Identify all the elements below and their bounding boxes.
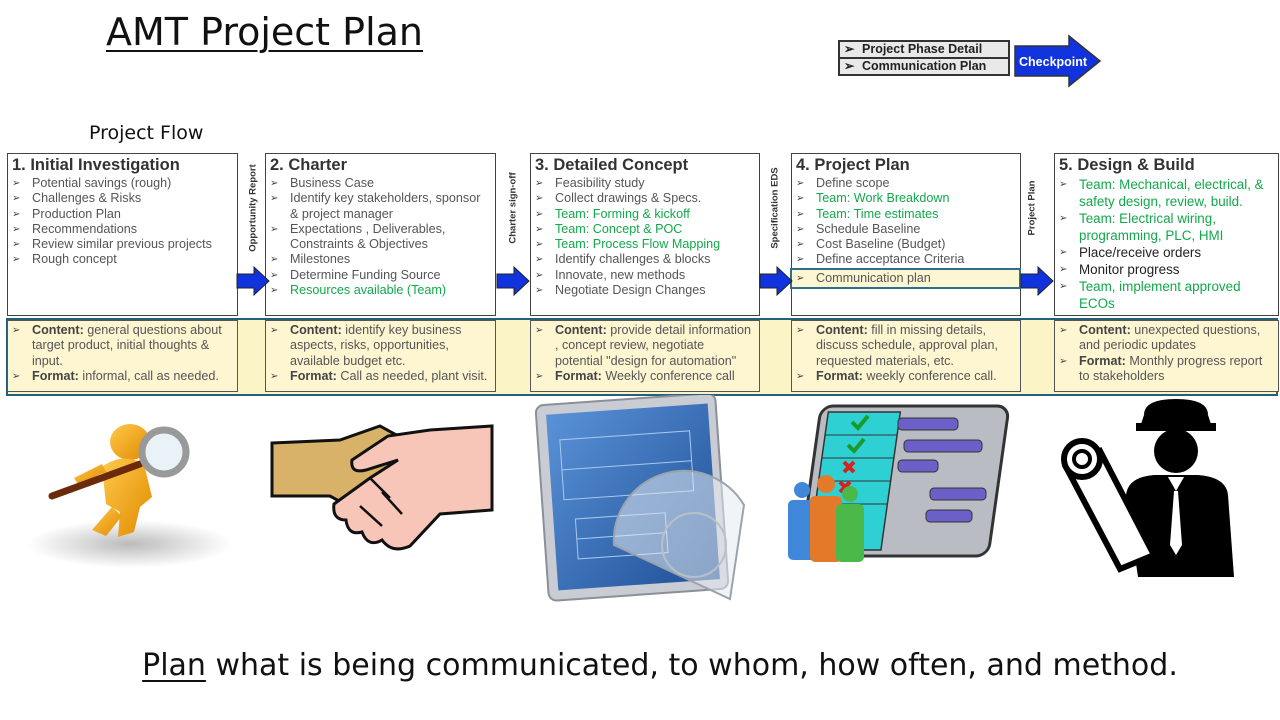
list-item: Team: Forming & kickoff [535, 207, 755, 223]
phase-title: 3. Detailed Concept [535, 156, 689, 174]
engineer-with-blueprint-icon [1061, 399, 1234, 577]
format-line: Format: weekly conference call. [796, 369, 1016, 385]
list-item: Define acceptance Criteria [796, 252, 1016, 268]
list-item: Review similar previous projects [12, 237, 233, 253]
communication-plan-row: ➢Communication plan [796, 271, 931, 285]
list-item: Feasibility study [535, 176, 755, 192]
list-item: Place/receive orders [1059, 244, 1274, 261]
arrow-bullet-icon: ➢ [844, 59, 855, 73]
list-item: Team: Process Flow Mapping [535, 237, 755, 253]
gate-arrow-icon [496, 266, 530, 296]
communication-box-phase-2: Content: identify key business aspects, … [265, 320, 496, 392]
format-line: Format: informal, call as needed. [12, 369, 233, 385]
footer-underlined-word: Plan [142, 648, 206, 683]
list-item: Team: Concept & POC [535, 222, 755, 238]
phase-title: 1. Initial Investigation [12, 156, 180, 174]
arrow-bullet-icon: ➢ [796, 273, 805, 284]
list-item: Identify key stakeholders, sponsor [270, 191, 491, 207]
arrow-bullet-icon: ➢ [844, 42, 855, 56]
phase-title: 5. Design & Build [1059, 156, 1195, 174]
list-item: Monitor progress [1059, 261, 1274, 278]
list-item: Expectations , Deliverables, [270, 222, 491, 238]
list-item: Schedule Baseline [796, 222, 1016, 238]
communication-box-phase-3: Content: provide detail information , co… [530, 320, 760, 392]
list-item: Negotiate Design Changes [535, 283, 755, 299]
list-item: Team: Work Breakdown [796, 191, 1016, 207]
gate-opportunity-report: Opportunity Report [247, 164, 259, 252]
phase-design-build: 5. Design & Build Team: Mechanical, elec… [1054, 153, 1279, 316]
gate-charter-signoff: Charter sign-off [507, 172, 519, 244]
list-item: Production Plan [12, 207, 233, 223]
gate-specification-eds: Specification EDS [769, 167, 781, 249]
communication-box-phase-5: Content: unexpected questions, and perio… [1054, 320, 1279, 392]
checkpoint-arrow-icon: Checkpoint [1014, 34, 1102, 88]
person-with-magnifier-icon [28, 424, 232, 568]
content-line: Content: unexpected questions, and perio… [1059, 323, 1274, 354]
blueprint-protractor-icon [534, 395, 746, 602]
communication-box-phase-4: Content: fill in missing details, discus… [791, 320, 1021, 392]
phase-detailed-concept: 3. Detailed Concept Feasibility study Co… [530, 153, 760, 316]
list-item: Resources available (Team) [270, 283, 491, 299]
legend: ➢Project Phase Detail ➢Communication Pla… [838, 40, 1010, 76]
phase-initial-investigation: 1. Initial Investigation Potential savin… [7, 153, 238, 316]
list-item: Business Case [270, 176, 491, 192]
gate-arrow-icon [759, 266, 793, 296]
legend-item-communication-plan: ➢Communication Plan [838, 59, 1010, 76]
communication-box-phase-1: Content: general questions about target … [7, 320, 238, 392]
list-item: Team: Mechanical, electrical, & safety d… [1059, 176, 1274, 210]
list-item: Team: Time estimates [796, 207, 1016, 223]
format-line: Format: Call as needed, plant visit. [270, 369, 491, 385]
gantt-chart-team-icon [788, 404, 1010, 562]
page-title: AMT Project Plan [106, 10, 424, 54]
format-line: Format: Monthly progress report to stake… [1059, 354, 1274, 385]
list-item: Team: Electrical wiring, programming, PL… [1059, 210, 1274, 244]
footer-statement: Plan what is being communicated, to whom… [0, 648, 1280, 683]
content-line: Content: provide detail information , co… [535, 323, 755, 369]
content-line: Content: fill in missing details, discus… [796, 323, 1016, 369]
list-item: Team, implement approved ECOs [1059, 278, 1274, 312]
phase-title: 2. Charter [270, 156, 348, 174]
list-item: Challenges & Risks [12, 191, 233, 207]
gate-arrow-icon [236, 266, 270, 296]
content-line: Content: general questions about target … [12, 323, 233, 369]
communication-plan-highlight [790, 268, 1021, 289]
project-flow-label: Project Flow [89, 122, 204, 144]
gate-project-plan: Project Plan [1026, 180, 1038, 236]
list-item: Milestones [270, 252, 491, 268]
list-item: Define scope [796, 176, 1016, 192]
legend-item-phase-detail: ➢Project Phase Detail [838, 40, 1010, 59]
footer-text: what is being communicated, to whom, how… [205, 648, 1178, 683]
list-item: Identify challenges & blocks [535, 252, 755, 268]
list-item: Cost Baseline (Budget) [796, 237, 1016, 253]
list-item: Collect drawings & Specs. [535, 191, 755, 207]
content-line: Content: identify key business aspects, … [270, 323, 491, 369]
phase-project-plan: 4. Project Plan Define scope Team: Work … [791, 153, 1021, 316]
list-item: Rough concept [12, 252, 233, 268]
list-item: & project manager [290, 206, 393, 221]
list-item: Constraints & Objectives [290, 237, 428, 252]
phase-title: 4. Project Plan [796, 156, 910, 174]
list-item: Innovate, new methods [535, 268, 755, 284]
list-item: Potential savings (rough) [12, 176, 233, 192]
checkpoint-label: Checkpoint [1019, 55, 1088, 69]
list-item: Recommendations [12, 222, 233, 238]
handshake-icon [270, 424, 494, 551]
list-item: Determine Funding Source [270, 268, 491, 284]
phase-charter: 2. Charter Business Case Identify key st… [265, 153, 496, 316]
gate-arrow-icon [1020, 266, 1054, 296]
format-line: Format: Weekly conference call [535, 369, 755, 385]
